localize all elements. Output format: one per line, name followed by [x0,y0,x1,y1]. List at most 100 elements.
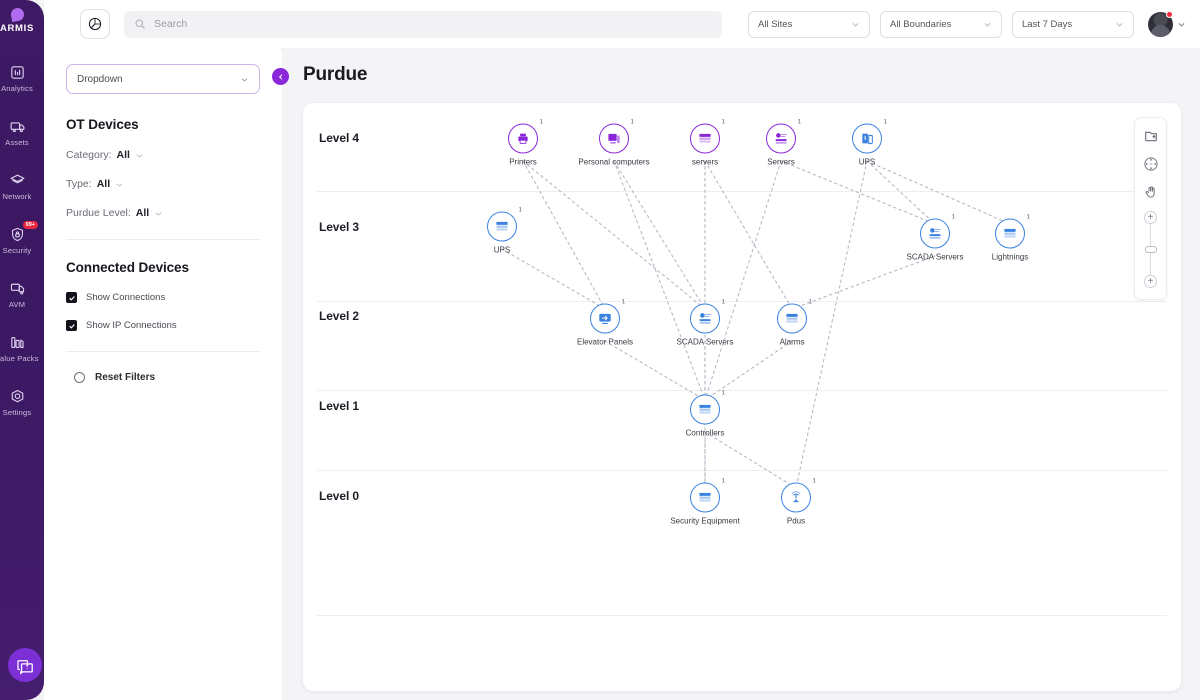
panel-dropdown-value: Dropdown [77,73,123,85]
user-menu[interactable] [1148,10,1186,37]
node-label: Elevator Panels [576,337,634,347]
pan-pad-icon[interactable] [1142,155,1160,173]
zoom-slider-thumb[interactable] [1144,246,1157,253]
page-title: Purdue [303,64,368,85]
filter-label: Category: [66,149,112,161]
zoom-track-upper[interactable] [1149,224,1152,246]
level-label-0: Level 0 [319,489,359,503]
search-input[interactable] [154,18,712,30]
avm-icon [8,279,26,297]
notification-badge [1166,10,1173,18]
site-filter-select[interactable]: All Sites [748,10,870,38]
filter-type[interactable]: Type:All [66,178,260,190]
node-count: 1 [539,119,543,126]
assets-icon [10,121,24,132]
node-count: 1 [621,299,625,306]
zoom-track-lower[interactable] [1149,253,1152,275]
reset-filters-label: Reset Filters [95,372,156,383]
node-circle[interactable]: 1 [508,120,543,154]
connected-devices-heading: Connected Devices [66,260,189,275]
node-label: Servers [767,157,795,167]
level-label-4: Level 4 [319,131,359,145]
node-circle[interactable]: 1 [690,479,725,513]
chevron-down-icon [983,20,992,29]
node-circle[interactable]: 1 [590,300,625,334]
node-circle[interactable]: 1 [690,300,725,334]
node-label: Personal computers [578,157,650,167]
printer-icon [518,133,528,144]
level-label-1: Level 1 [319,399,359,413]
reset-filters-button[interactable]: Reset Filters [74,372,260,383]
check-icon [68,295,75,301]
search-box[interactable] [124,10,722,38]
avatar [1148,11,1173,37]
database-icon [699,313,711,324]
checkbox-box[interactable] [66,320,77,331]
sidebar-item-assets[interactable]: Assets [0,110,44,153]
top-bar: All Sites All Boundaries Last 7 Days [44,0,1200,48]
node-label: Lightnings [991,252,1029,262]
help-chat-button[interactable] [8,648,42,682]
node-circle[interactable]: 1 [599,120,634,154]
node-circle[interactable]: 1 [852,120,887,154]
boundary-filter-value: All Boundaries [890,18,952,30]
sidebar-item-avm[interactable]: AVM [0,272,44,315]
filter-value: All [135,207,150,219]
filter-category[interactable]: Category:All [66,149,260,161]
sidebar-item-value-packs[interactable]: Value Packs [0,326,44,369]
node-circle[interactable]: 1 [690,391,725,425]
node-circle[interactable]: 1 [995,215,1030,249]
node-circle[interactable]: 1 [487,208,522,242]
assets-icon [8,117,26,135]
sidebar-item-analytics[interactable]: Analytics [0,56,44,99]
boundary-filter-select[interactable]: All Boundaries [880,10,1002,38]
node-circle[interactable]: 1 [920,215,955,249]
node-circle[interactable]: 1 [781,479,816,513]
checkbox-box[interactable] [66,292,77,303]
level-divider [317,191,1167,192]
node-count: 1 [721,119,725,126]
check-icon [68,323,75,329]
chevron-down-icon [240,75,249,84]
node-circle[interactable]: 1 [777,300,812,334]
sidebar-item-label: AVM [8,300,26,309]
checkbox-show-connections[interactable]: Show Connections [66,292,260,303]
zoom-in-button[interactable]: + [1144,211,1157,224]
node-circle[interactable]: 1 [690,120,725,154]
sidebar-item-settings[interactable]: Settings [0,380,44,423]
grab-hand-icon[interactable] [1142,183,1160,201]
ot-devices-heading: OT Devices [66,117,139,132]
database-icon [775,133,787,144]
collapse-panel-button[interactable] [272,68,289,85]
monitor-icon [599,313,611,324]
panel-dropdown[interactable]: Dropdown [66,64,260,94]
server-icon [1004,228,1016,238]
checkbox-show-ip-connections[interactable]: Show IP Connections [66,320,260,331]
node-circle[interactable]: 1 [766,120,801,154]
sidebar-item-label: Assets [5,138,29,147]
zoom-out-button[interactable]: + [1144,275,1157,288]
node-label: Pdus [786,516,806,526]
filter-purdue-level[interactable]: Purdue Level:All [66,207,260,219]
node-label: servers [691,157,719,167]
export-map-icon[interactable] [1142,127,1160,145]
node-count: 1 [630,119,634,126]
security-icon [8,225,26,243]
zoom-slider[interactable]: + + [1144,211,1157,288]
node-count: 1 [1026,214,1030,221]
reset-circle-icon [74,372,85,383]
analytics-icon [10,65,24,79]
server-icon [699,492,711,502]
server-icon [699,133,711,143]
history-button[interactable] [80,9,110,39]
sidebar-item-network[interactable]: Network [0,164,44,207]
date-range-select[interactable]: Last 7 Days [1012,10,1134,38]
brand-logo: ARMIS [0,6,44,34]
node-count: 1 [883,119,887,126]
node-count: 1 [721,390,725,397]
node-label: SCADA Servers [906,252,964,262]
